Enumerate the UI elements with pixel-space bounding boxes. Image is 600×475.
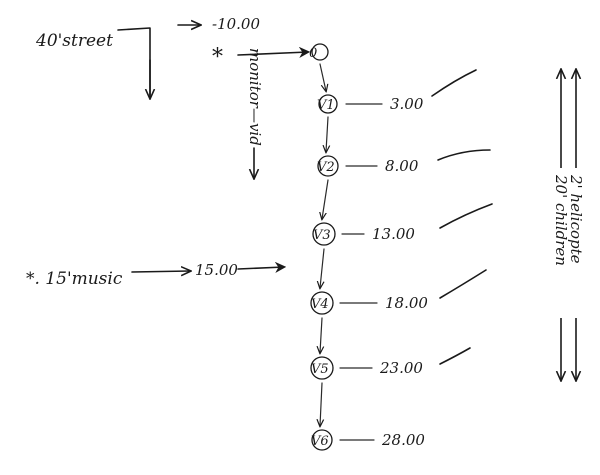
node-circle: [310, 356, 334, 380]
street-time: -10.00: [212, 15, 260, 33]
node-tick-stroke: [437, 149, 491, 161]
chain-node: V2 8.00: [317, 149, 491, 219]
music-time-arrow: [131, 271, 190, 272]
street-bracket: [117, 27, 151, 96]
node-label: V5: [311, 362, 329, 377]
chain-node: V3 13.00: [312, 203, 493, 288]
node-tick-stroke: [439, 203, 493, 229]
chain-node: V1 3.00: [317, 69, 477, 152]
node-tick-stroke: [431, 69, 477, 97]
node-circle: [312, 222, 336, 246]
node-circle: [311, 43, 329, 61]
node-circle: [317, 155, 339, 177]
chain-node: V5 23.00: [310, 347, 471, 426]
node-label: V2: [317, 160, 335, 175]
node-label: V6: [311, 434, 329, 449]
monitor-label: monitor—vid: [246, 48, 264, 146]
chain-connector-arrow: [320, 248, 325, 288]
label-mask: [548, 168, 592, 318]
helicopter-label: 2' helicopte: [567, 174, 585, 264]
node-label: V1: [317, 98, 335, 113]
music-time: 15.00: [195, 261, 238, 279]
node-time: 3.00: [390, 95, 424, 113]
node-label: 0: [309, 46, 317, 61]
node-time: 28.00: [381, 431, 425, 449]
music-to-chain-arrow: [237, 261, 287, 273]
node-time: 13.00: [372, 225, 415, 243]
node-circle: [311, 429, 333, 451]
node-circle: [318, 94, 338, 114]
music-label: *. 15'music: [26, 269, 123, 289]
node-label: V4: [311, 297, 329, 312]
monitor-to-node0-arrow: [237, 46, 311, 58]
node-circle: [310, 291, 334, 315]
node-time: 8.00: [385, 157, 419, 175]
chain-connector-arrow: [319, 63, 326, 91]
chain-connector-arrow: [320, 382, 322, 426]
node-time: 23.00: [379, 359, 423, 377]
monitor-asterisk: *: [212, 45, 223, 70]
node-time: 18.00: [385, 294, 428, 312]
node-tick-stroke: [439, 347, 471, 365]
chain-node: V6 28.00: [311, 429, 425, 451]
chain-connector-arrow: [326, 116, 328, 152]
node-label: V3: [313, 228, 331, 243]
chain-connector-arrow: [320, 317, 322, 353]
node-tick-stroke: [439, 269, 487, 299]
chain-connector-arrow: [322, 179, 329, 219]
children-label: 20' children: [552, 174, 570, 266]
chain-node: 0: [309, 43, 329, 91]
street-label: 40'street: [35, 31, 113, 51]
chain-node: V4 18.00: [310, 269, 487, 353]
